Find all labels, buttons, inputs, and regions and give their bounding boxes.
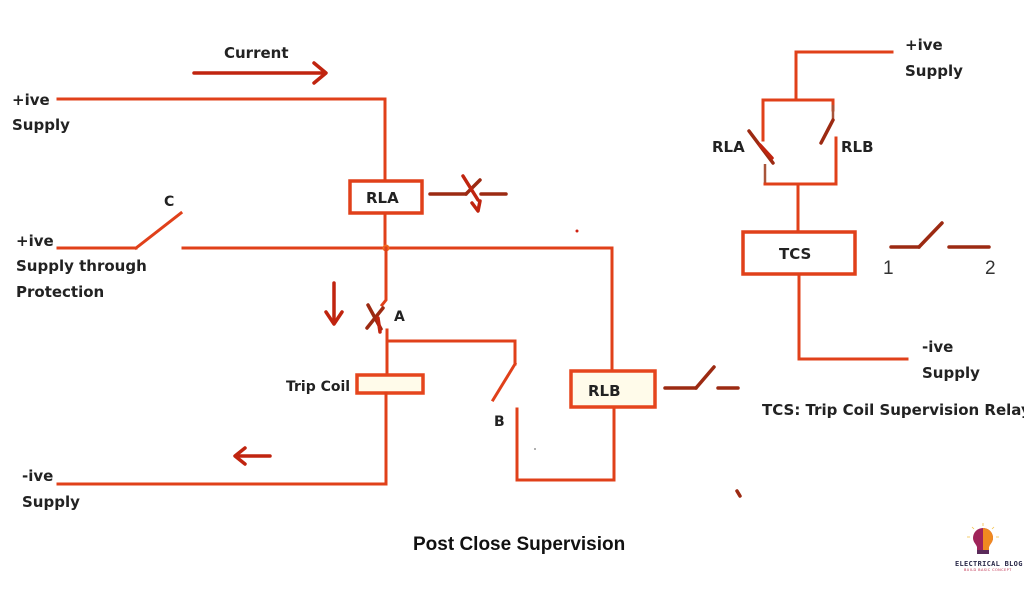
neg-supply-label-2: Supply: [22, 493, 80, 511]
stray-mark: [735, 489, 742, 498]
trip-coil: [355, 373, 425, 395]
pos-supply-label-1: +ive: [12, 91, 50, 109]
relay-rlb-coil: [569, 369, 657, 409]
relay-tcs-label: TCS: [779, 245, 811, 263]
contact-b: [490, 361, 616, 482]
contact-b-label: B: [494, 414, 505, 430]
rlb-contact-symbol: [663, 365, 740, 390]
lightbulb-icon: [967, 523, 999, 554]
stray-mark: [575, 229, 579, 233]
protection-supply-label-2: Supply through: [16, 257, 147, 275]
right-rlb-contact: [819, 105, 838, 186]
neg-supply-label-1: -ive: [22, 467, 53, 485]
rla-contact-symbol: [428, 174, 508, 213]
right-neg-supply-label-1: -ive: [922, 338, 953, 356]
right-rla-contact: [747, 129, 775, 184]
current-flow-arrow: [192, 61, 328, 85]
current-label: Current: [224, 44, 289, 62]
wire-right-positive: [794, 50, 894, 102]
relay-rla-label: RLA: [366, 189, 399, 207]
switch-c: [56, 210, 184, 251]
diagram-title: Post Close Supervision: [413, 534, 625, 555]
wire-trip-coil-to-negative: [56, 391, 388, 486]
terminal-2-label: 2: [985, 258, 996, 279]
down-arrow: [324, 281, 344, 326]
right-pos-supply-label-1: +ive: [905, 36, 943, 54]
switch-c-label: C: [164, 194, 174, 210]
tcs-legend: TCS: Trip Coil Supervision Relay: [762, 401, 1024, 419]
return-arrow: [233, 446, 272, 466]
terminal-1-label: 1: [883, 258, 894, 279]
logo-tagline: BUILD BASIC CONCEPT: [964, 568, 1012, 572]
protection-supply-label-1: +ive: [16, 232, 54, 250]
tcs-contact-symbol: [889, 221, 991, 249]
right-pos-supply-label-2: Supply: [905, 62, 963, 80]
right-rla-label: RLA: [712, 138, 745, 156]
stray-mark: [534, 448, 536, 450]
wire-tcs-to-negative: [797, 272, 909, 361]
contact-a-label: A: [394, 309, 405, 325]
wire-junction-to-a: [379, 246, 388, 308]
wire-bus-to-rlb: [181, 246, 614, 372]
right-neg-supply-label-2: Supply: [922, 364, 980, 382]
trip-coil-label: Trip Coil: [286, 379, 350, 395]
right-rlb-label: RLB: [841, 138, 874, 156]
electrical-blog-logo: ELECTRICAL BLOG BUILD BASIC CONCEPT: [955, 523, 1023, 572]
wire-positive-supply: [56, 97, 387, 183]
relay-rlb-label: RLB: [588, 382, 621, 400]
contact-a: [365, 303, 385, 334]
wire-parallel-top: [761, 98, 835, 142]
logo-name: ELECTRICAL BLOG: [955, 560, 1023, 568]
wire-a-to-b: [387, 339, 517, 366]
protection-supply-label-3: Protection: [16, 283, 104, 301]
pos-supply-label-2: Supply: [12, 116, 70, 134]
